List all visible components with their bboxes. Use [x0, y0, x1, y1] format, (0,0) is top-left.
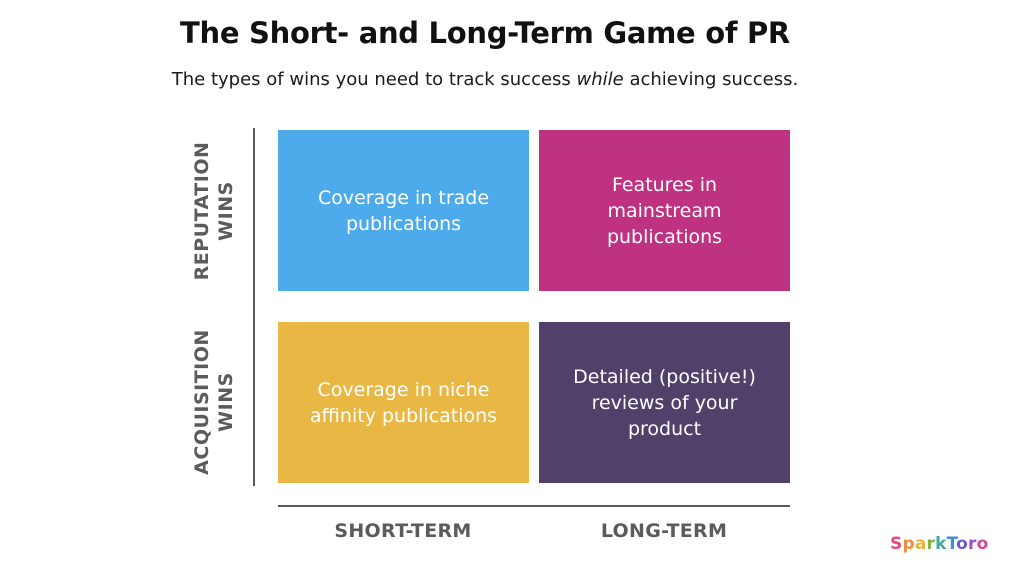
row-label-acquisition-line1: ACQUISITION [191, 329, 213, 475]
logo-letter: k [935, 534, 947, 554]
quadrant-text: Coverage in trade publications [317, 186, 490, 235]
logo-letter: S [890, 534, 903, 554]
logo-letter: a [914, 534, 927, 554]
row-label-reputation: REPUTATION WINS [184, 121, 244, 301]
column-label-long-term: LONG-TERM [600, 520, 728, 542]
logo-letter: o [956, 534, 969, 554]
subtitle-text-end: achieving success. [623, 69, 799, 90]
horizontal-axis-line [278, 505, 790, 507]
row-label-acquisition: ACQUISITION WINS [184, 312, 244, 492]
logo-letter: r [926, 534, 936, 554]
subtitle-text-start: The types of wins you need to track succ… [171, 69, 577, 90]
quadrant-text: Coverage in niche affinity publications [309, 378, 498, 427]
row-label-acquisition-line2: WINS [215, 372, 237, 432]
quadrant-text: Detailed (positive!) reviews of your pro… [573, 365, 756, 440]
row-label-reputation-line2: WINS [215, 181, 237, 241]
quadrant-short-term-reputation: Coverage in trade publications [278, 130, 529, 291]
page-subtitle: The types of wins you need to track succ… [0, 69, 970, 90]
sparktoro-logo: SparkToro [890, 534, 989, 554]
page-title: The Short- and Long-Term Game of PR [180, 16, 790, 50]
logo-letter: T [946, 534, 957, 554]
quadrant-long-term-reputation: Features in mainstream publications [539, 130, 790, 291]
logo-letter: r [968, 534, 977, 554]
quadrant-text: Features in mainstream publications [606, 173, 723, 248]
logo-letter: p [902, 534, 915, 554]
logo-letter: o [976, 534, 989, 554]
row-label-reputation-line1: REPUTATION [191, 141, 213, 281]
subtitle-emphasis: while [576, 69, 624, 90]
vertical-axis-line [253, 128, 255, 486]
quadrant-short-term-acquisition: Coverage in niche affinity publications [278, 322, 529, 483]
quadrant-long-term-acquisition: Detailed (positive!) reviews of your pro… [539, 322, 790, 483]
column-label-short-term: SHORT-TERM [334, 520, 472, 542]
